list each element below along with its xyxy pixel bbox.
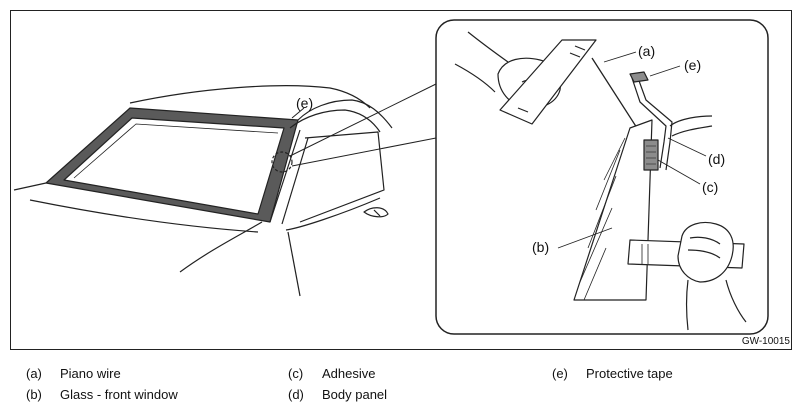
legend-key: (d)	[288, 387, 304, 402]
legend-key: (a)	[26, 366, 42, 381]
legend-label: Body panel	[322, 387, 388, 402]
legend-label: Adhesive	[322, 366, 376, 381]
adhesive-bead	[643, 139, 659, 171]
legend-item-c: (c) Adhesive	[288, 366, 375, 381]
callout-a: (a)	[638, 43, 655, 59]
callout-e-car: (e)	[296, 95, 313, 111]
legend-label: Glass - front window	[60, 387, 178, 402]
callout-b: (b)	[532, 239, 549, 255]
car-illustration	[13, 83, 437, 297]
legend-label: Piano wire	[60, 366, 121, 381]
callout-d: (d)	[708, 151, 725, 167]
detail-highlight-circle	[271, 151, 293, 173]
windshield-removal-diagram: (e) (a) (e) (d) (c) (b)	[13, 19, 769, 335]
detail-illustration	[454, 31, 747, 331]
upper-handle	[499, 39, 597, 125]
legend: (a) Piano wire (b) Glass - front window …	[0, 362, 804, 407]
legend-item-a: (a) Piano wire	[26, 366, 121, 381]
figure-frame	[10, 10, 792, 350]
legend-item-b: (b) Glass - front window	[26, 387, 178, 402]
legend-item-d: (d) Body panel	[288, 387, 387, 402]
legend-key: (e)	[552, 366, 568, 381]
legend-item-e: (e) Protective tape	[552, 366, 673, 381]
front-window-glass	[63, 117, 285, 215]
legend-label: Protective tape	[586, 366, 673, 381]
legend-key: (c)	[288, 366, 304, 381]
callout-c: (c)	[702, 179, 718, 195]
figure-code: GW-10015	[741, 336, 790, 347]
legend-key: (b)	[26, 387, 42, 402]
callout-e-detail: (e)	[684, 57, 701, 73]
